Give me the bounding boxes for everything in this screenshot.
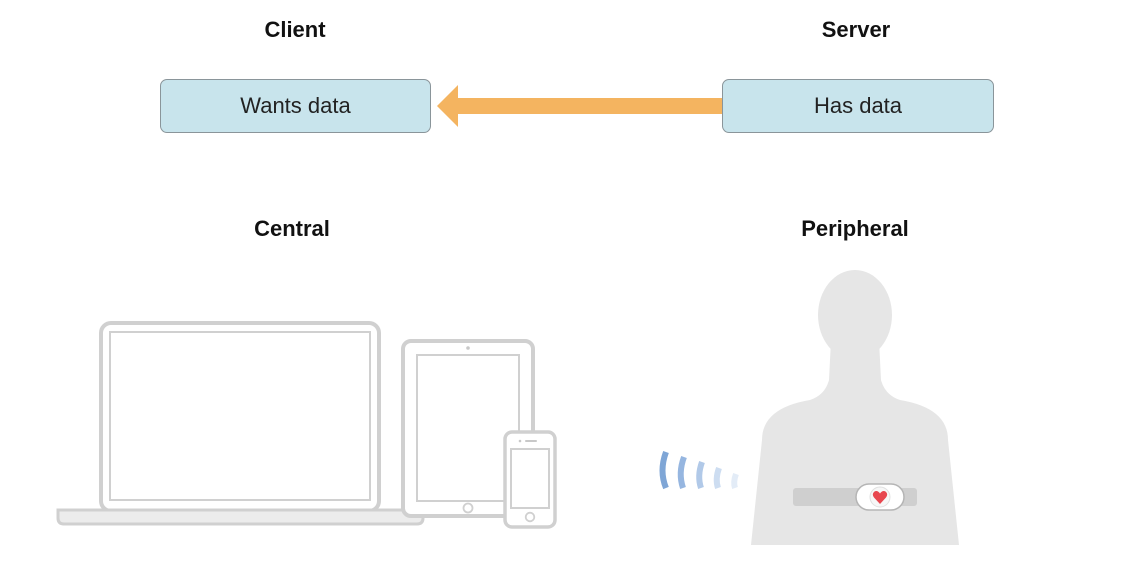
phone-icon	[503, 430, 557, 529]
client-heading: Client	[264, 17, 326, 42]
client-box: Wants data	[160, 79, 431, 133]
peripheral-heading: Peripheral	[801, 216, 909, 241]
client-box-label: Wants data	[240, 93, 351, 118]
laptop-icon	[56, 321, 425, 526]
central-heading: Central	[254, 216, 330, 241]
server-heading: Server	[821, 17, 891, 42]
server-box: Has data	[722, 79, 994, 133]
wireless-signal-icon	[659, 450, 739, 490]
server-box-label: Has data	[813, 93, 903, 118]
heart-icon	[872, 491, 888, 504]
data-flow-arrow	[437, 85, 722, 127]
tablet-icon	[401, 339, 535, 518]
heart-rate-strap-icon	[793, 483, 917, 511]
